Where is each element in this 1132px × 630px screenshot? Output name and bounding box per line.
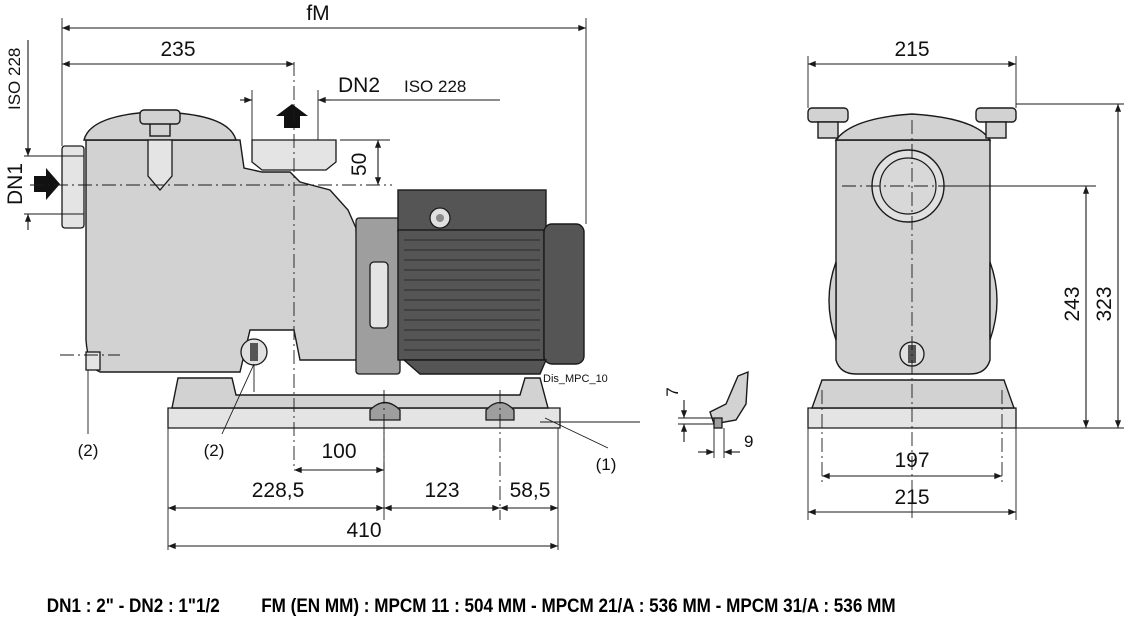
motor-terminal-box bbox=[397, 189, 547, 233]
base-offset-label: 228,5 bbox=[252, 479, 305, 502]
motor-fan-cover bbox=[543, 223, 585, 365]
motor-fins bbox=[404, 239, 540, 351]
foot-width-label: 9 bbox=[744, 432, 753, 451]
center-to-hole-label: 100 bbox=[321, 440, 356, 463]
pump-housing bbox=[85, 139, 361, 373]
motor-foot bbox=[402, 359, 548, 375]
outlet-label: DN2 bbox=[338, 74, 380, 97]
axis-height-label: 243 bbox=[1061, 286, 1084, 321]
hole-to-end-label: 58,5 bbox=[510, 479, 551, 502]
lid-clamp bbox=[147, 139, 173, 191]
caption-lengths: FM (EN MM) : MPCM 11 : 504 MM - MPCM 21/… bbox=[261, 596, 896, 617]
drain-bottom-callout: (2) bbox=[204, 441, 225, 460]
lid-knob bbox=[139, 109, 181, 125]
side-view: fM 235 DN2 ISO 228 ISO 228 DN1 50 (2) (2… bbox=[4, 2, 640, 550]
caption-bar: DN1 : 2" - DN2 : 1"1/2 FM (EN MM) : MPCM… bbox=[0, 590, 1019, 624]
inlet-arrow-icon bbox=[34, 168, 60, 200]
side-base-top bbox=[171, 377, 549, 409]
front-knob-right-stem bbox=[985, 121, 1007, 139]
hole-spacing-label: 123 bbox=[424, 479, 459, 502]
base-foot-2 bbox=[485, 401, 515, 421]
caption-connections: DN1 : 2" - DN2 : 1"1/2 bbox=[46, 596, 220, 617]
technical-drawing: fM 235 DN2 ISO 228 ISO 228 DN1 50 (2) (2… bbox=[4, 2, 1124, 550]
front-base-top bbox=[811, 379, 1015, 409]
front-knob-right bbox=[975, 107, 1017, 123]
outlet-flange bbox=[251, 139, 337, 171]
total-height-label: 323 bbox=[1093, 286, 1116, 321]
overall-length-label: fM bbox=[306, 2, 329, 25]
base-length-label: 410 bbox=[346, 519, 381, 542]
front-base-width-label: 215 bbox=[894, 486, 929, 509]
front-side-bulge-left bbox=[828, 261, 837, 341]
terminal-gland-inner bbox=[436, 214, 444, 222]
inlet-flange bbox=[61, 145, 85, 229]
suction-offset-label: 235 bbox=[160, 38, 195, 61]
front-knob-left bbox=[807, 107, 849, 123]
outlet-arrow-icon bbox=[276, 104, 308, 128]
front-hole-spacing-label: 197 bbox=[894, 449, 929, 472]
outlet-height-label: 50 bbox=[348, 153, 371, 176]
cover-window bbox=[369, 261, 389, 329]
inlet-label: DN1 bbox=[4, 163, 27, 205]
drain-plug-slot bbox=[250, 343, 258, 361]
base-callout: (1) bbox=[596, 455, 617, 474]
drain-left-plug bbox=[85, 351, 101, 371]
drain-left-callout: (2) bbox=[78, 441, 99, 460]
front-knob-left-stem bbox=[817, 121, 839, 139]
front-view: 215 243 323 197 215 bbox=[807, 38, 1124, 520]
foot-detail-stud bbox=[713, 417, 723, 429]
foot-detail-profile bbox=[709, 370, 749, 425]
base-foot-1 bbox=[369, 401, 401, 421]
outlet-standard-label: ISO 228 bbox=[404, 77, 466, 96]
drawing-reference: Dis_MPC_10 bbox=[543, 373, 608, 385]
front-side-bulge-right bbox=[989, 261, 998, 341]
foot-height-label: 7 bbox=[663, 387, 682, 396]
front-lid bbox=[834, 113, 992, 141]
foot-detail: 7 9 bbox=[663, 370, 753, 458]
inlet-standard-label: ISO 228 bbox=[5, 48, 24, 110]
front-top-width-label: 215 bbox=[894, 38, 929, 61]
